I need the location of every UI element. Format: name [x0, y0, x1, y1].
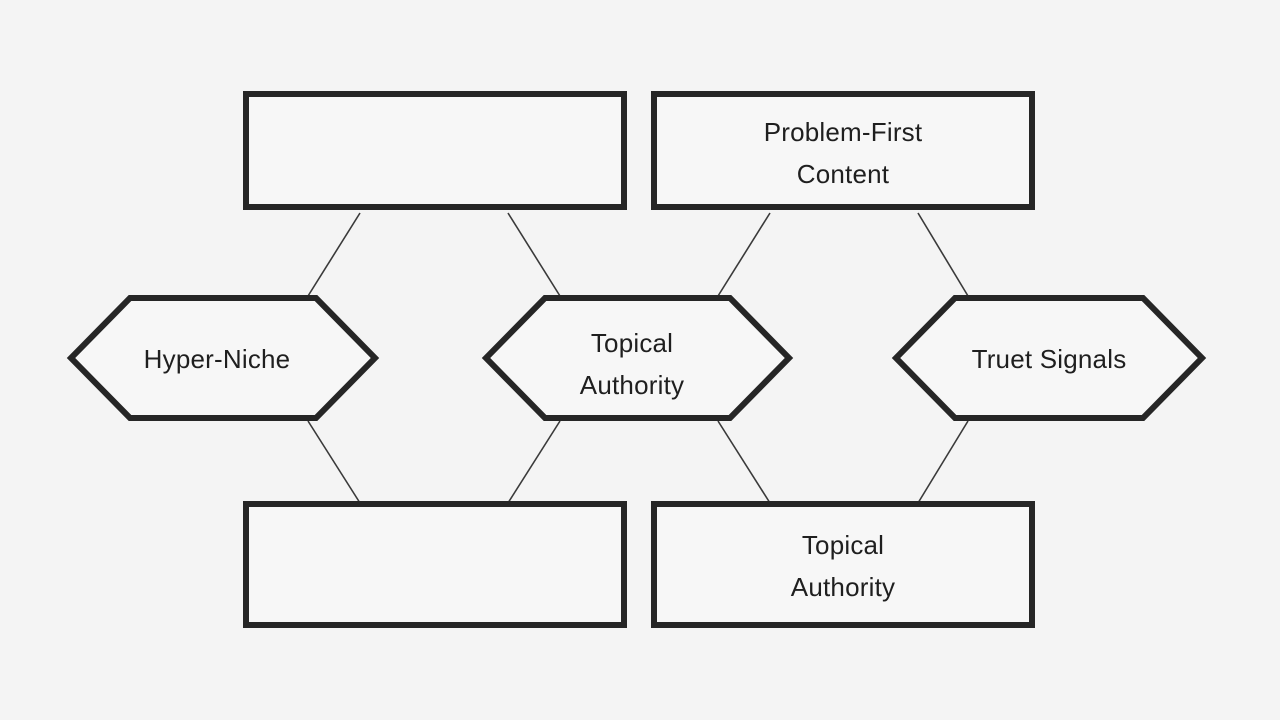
- edge-righthex-to-bottomright: [917, 420, 969, 504]
- edge-topleft-to-lefthex: [307, 212, 361, 297]
- connector-group: [307, 212, 969, 504]
- middle-hexagon-shape[interactable]: [481, 295, 794, 421]
- node-bottom-right-box[interactable]: Topical Authority: [651, 501, 1035, 628]
- node-middle-hexagon[interactable]: Topical Authority: [481, 295, 794, 421]
- top-right-box-label-line1: Problem-First: [764, 117, 923, 147]
- left-hexagon-label: Hyper-Niche: [144, 344, 291, 374]
- edge-topleft-to-middlehex: [507, 212, 561, 297]
- bottom-right-box-shape[interactable]: [651, 501, 1035, 628]
- bottom-left-box-shape[interactable]: [243, 501, 627, 628]
- node-right-hexagon[interactable]: Truet Signals: [891, 295, 1207, 421]
- node-top-right-box[interactable]: Problem-First Content: [651, 91, 1035, 210]
- top-right-box-label-line2: Content: [797, 159, 890, 189]
- edge-topright-to-righthex: [917, 212, 969, 297]
- edge-topright-to-middlehex: [717, 212, 771, 297]
- node-bottom-left-box[interactable]: [243, 501, 627, 628]
- left-hexagon-shape[interactable]: [66, 295, 380, 421]
- edge-lefthex-to-bottomleft: [307, 420, 361, 504]
- middle-hexagon-label-line1: Topical: [591, 328, 673, 358]
- right-hexagon-label: Truet Signals: [972, 344, 1127, 374]
- top-right-box-shape[interactable]: [651, 91, 1035, 210]
- middle-hexagon-label-line2: Authority: [580, 370, 684, 400]
- node-left-hexagon[interactable]: Hyper-Niche: [66, 295, 380, 421]
- edge-middlehex-to-bottomleft: [507, 420, 561, 504]
- top-left-box-shape[interactable]: [243, 91, 627, 210]
- edge-middlehex-to-bottomright: [717, 420, 771, 504]
- right-hexagon-shape[interactable]: [891, 295, 1207, 421]
- bottom-right-box-label-line1: Topical: [802, 530, 884, 560]
- node-top-left-box[interactable]: [243, 91, 627, 210]
- bottom-right-box-label-line2: Authority: [791, 572, 895, 602]
